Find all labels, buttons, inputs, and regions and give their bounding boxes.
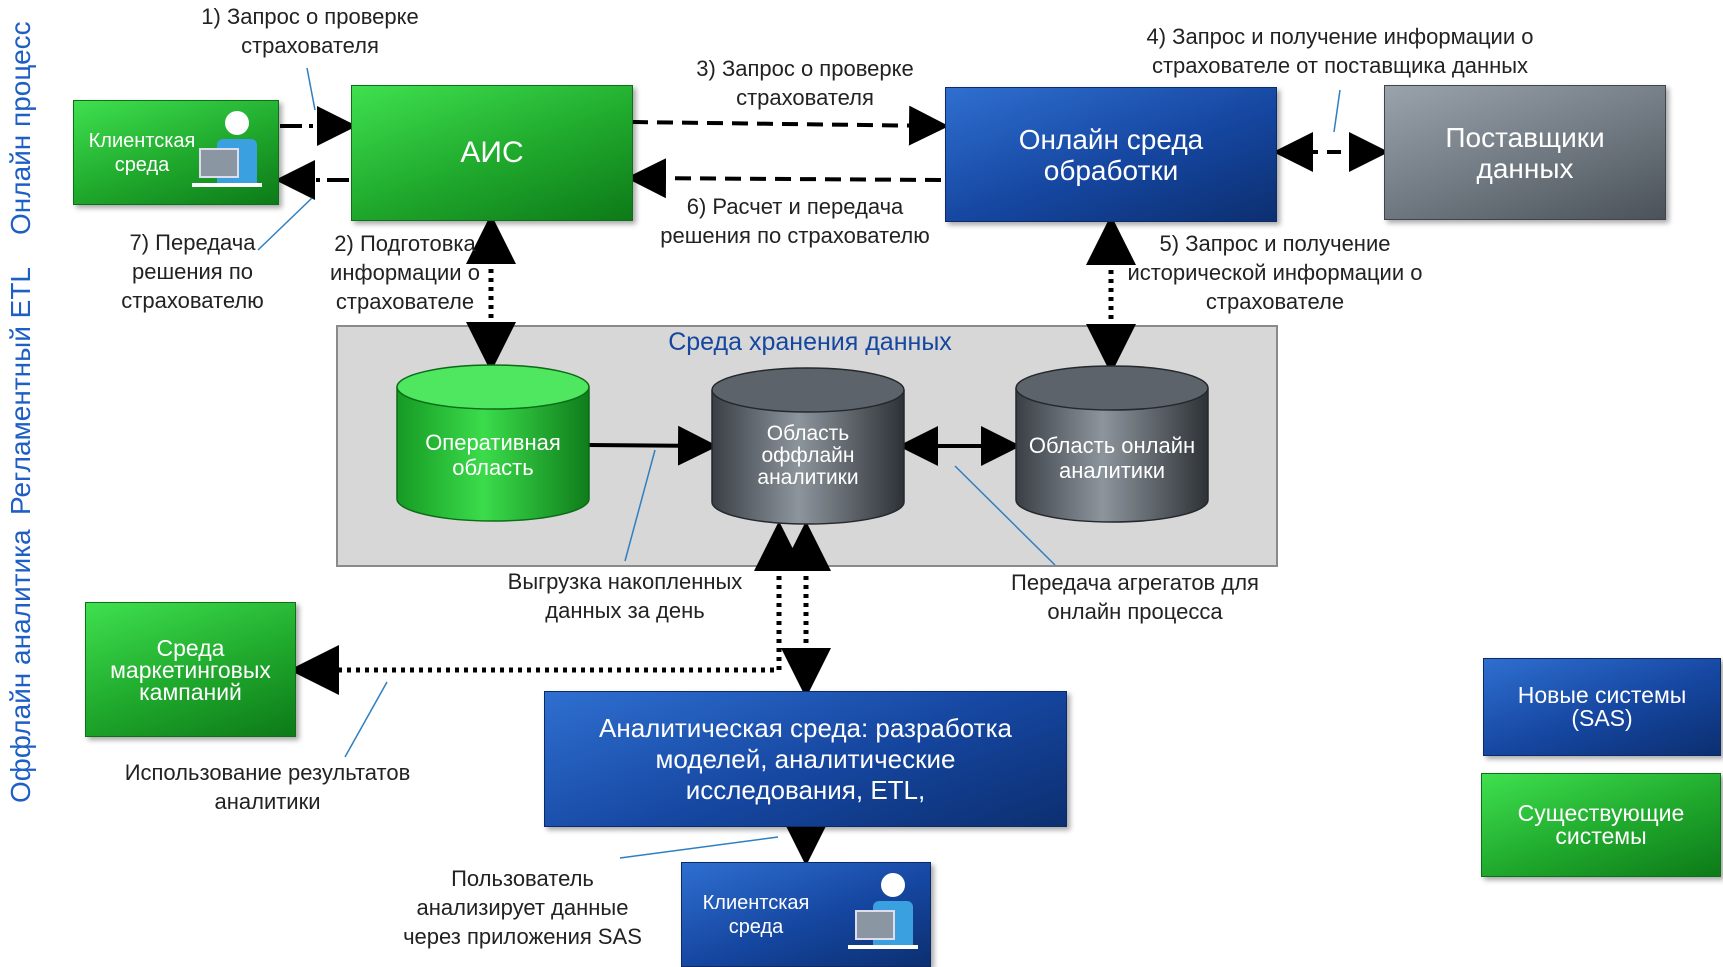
arrow-online-to-ais — [626, 158, 942, 199]
leader-s7 — [257, 197, 313, 251]
client-env-bottom-label: Клиентская среда — [702, 891, 810, 938]
step-5-label: 5) Запрос и получение исторической инфор… — [1127, 231, 1423, 314]
usage-note: Использование результатов аналитики — [124, 760, 411, 814]
arrow-operational-offline — [587, 425, 718, 466]
legend-existing-systems: Существующие системы — [1481, 773, 1721, 877]
unload-note: Выгрузка накопленных данных за день — [507, 569, 743, 623]
arrow-offline-to-marketing — [289, 521, 804, 695]
step-7-label: 7) Передача решения по страхователю — [121, 230, 264, 313]
client-env-top: Клиентская среда — [73, 100, 279, 205]
client-env-top-label: Клиентская среда — [88, 129, 196, 176]
aggregates-note: Передача агрегатов для онлайн процесса — [1011, 570, 1259, 624]
user-laptop-icon — [192, 111, 262, 187]
leader-aggregates — [954, 465, 1056, 566]
online-analytics-label: Область онлайн аналитики — [1028, 433, 1196, 483]
marketing-label: Среда маркетинговых кампаний — [110, 634, 271, 705]
analytic-env-node: Аналитическая среда: разработка моделей,… — [544, 691, 1067, 827]
arrow-ais-to-online — [631, 105, 949, 146]
storage-title: Среда хранения данных — [668, 328, 952, 356]
online-env-node: Онлайн среда обработки — [945, 87, 1277, 222]
leader-unload — [624, 449, 656, 562]
leader-usage — [344, 681, 388, 758]
offline-analytics-label: Область оффлайн аналитики — [757, 422, 859, 489]
providers-label: Поставщики данных — [1445, 121, 1605, 184]
ais-node: АИС — [351, 85, 633, 221]
leader-s4 — [1333, 89, 1341, 133]
leader-user — [619, 836, 779, 859]
step-2-label: 2) Подготовка информации о страхователе — [330, 231, 480, 314]
marketing-node: Среда маркетинговых кампаний — [85, 602, 296, 737]
operational-cylinder — [396, 364, 590, 522]
client-env-bottom: Клиентская среда — [681, 862, 931, 967]
legend-existing-systems-label: Существующие системы — [1517, 800, 1685, 849]
online-env-label: Онлайн среда обработки — [1018, 123, 1204, 186]
analytic-env-label: Аналитическая среда: разработка моделей,… — [599, 712, 1012, 805]
step-3-label: 3) Запрос о проверке страхователя — [696, 56, 914, 110]
online-analytics-cylinder — [1015, 365, 1209, 523]
legend-new-systems-label: Новые системы (SAS) — [1517, 682, 1687, 731]
legend-new-systems: Новые системы (SAS) — [1483, 658, 1721, 756]
operational-label: Оперативная область — [425, 430, 561, 480]
leader-s1 — [306, 67, 316, 111]
ais-label: АИС — [460, 136, 524, 169]
step-4-label: 4) Запрос и получение информации о страх… — [1146, 24, 1534, 78]
offline-analytics-cylinder — [711, 367, 905, 525]
user-laptop-icon — [848, 873, 918, 949]
providers-node: Поставщики данных — [1384, 85, 1666, 220]
step-1-label: 1) Запрос о проверке страхователя — [201, 4, 419, 58]
user-note: Пользователь анализирует данные через пр… — [403, 866, 642, 949]
step-6-label: 6) Расчет и передача решения по страхова… — [660, 194, 930, 248]
